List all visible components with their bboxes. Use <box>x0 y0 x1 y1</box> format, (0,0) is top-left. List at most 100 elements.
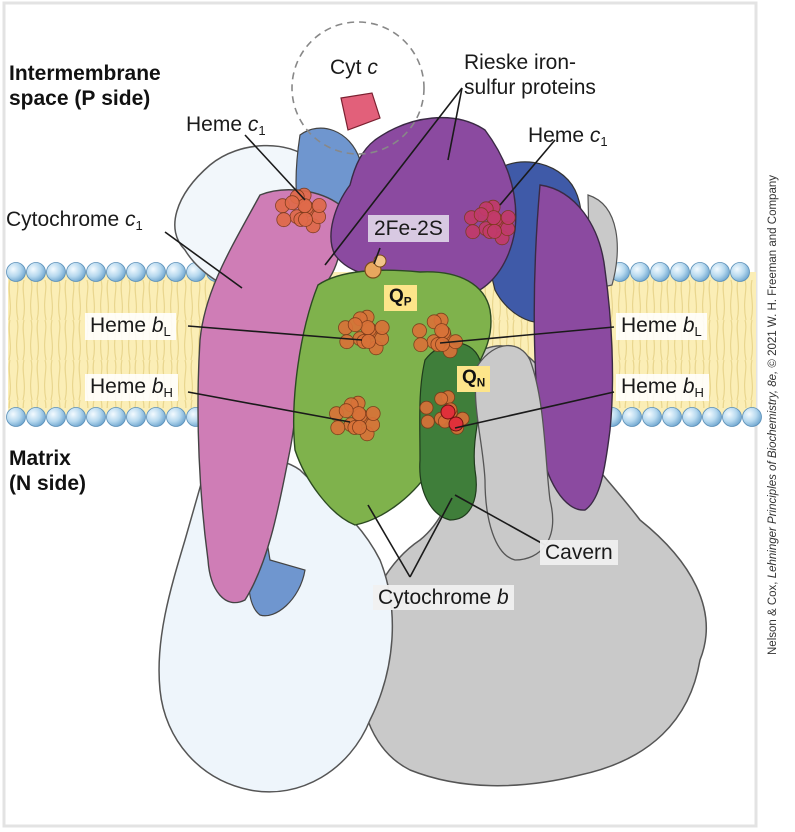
fe2s-label: 2Fe-2S <box>368 215 449 243</box>
intermembrane-line-1: Intermembrane <box>9 62 161 85</box>
heme-prefix: Heme <box>528 124 590 147</box>
heme-bh-right-label: Heme bH <box>616 374 709 402</box>
heme-atom <box>486 210 502 226</box>
lipid-heads-top <box>6 262 750 282</box>
heme-b-italic: b <box>682 375 695 398</box>
cytochrome-c-italic: c <box>125 208 136 231</box>
leader-rieske-2 <box>447 87 463 161</box>
heme-atom <box>338 403 354 419</box>
heme-prefix: Heme <box>90 375 152 398</box>
heme-atom <box>412 323 427 339</box>
cavern-text: Cavern <box>545 541 613 564</box>
heme-c-italic: c <box>247 113 259 136</box>
intermembrane-space-label: Intermembrane space (P side) <box>9 62 161 112</box>
heme-c-italic: c <box>589 124 601 147</box>
heme-atom <box>413 337 429 353</box>
heme-atom <box>473 207 489 223</box>
leader-heme-bl-right <box>439 326 615 344</box>
cyt-c-label: Cyt c <box>330 56 378 79</box>
heme-atom <box>374 320 390 335</box>
lipid-head <box>670 262 690 282</box>
lipid-head <box>730 262 750 282</box>
lipid-head <box>86 262 106 282</box>
qn-sub: N <box>476 376 486 390</box>
lipid-head <box>46 262 66 282</box>
p-side-letter: P <box>81 86 96 110</box>
lipid-head <box>146 262 166 282</box>
heme-atom <box>311 198 327 213</box>
heme-bl-right-cluster <box>412 312 464 359</box>
leader-cytochrome-b-1 <box>367 504 411 578</box>
lipid-head <box>690 262 710 282</box>
cytochrome-c1-label: Cytochrome c1 <box>6 208 143 233</box>
heme-atom <box>434 323 450 339</box>
lipid-head <box>6 262 26 282</box>
lipid-head <box>650 262 670 282</box>
publisher-credit: Nelson & Cox, Lehninger Principles of Bi… <box>767 175 779 655</box>
heme-atom <box>330 420 346 436</box>
lipid-head <box>166 262 186 282</box>
cyt-c-heme-marker <box>340 92 381 131</box>
heme-prefix: Heme <box>186 113 248 136</box>
leader-2fe2s <box>373 247 381 265</box>
qp-site-tag: QP <box>384 285 417 312</box>
heme-c1-right-label: Heme c1 <box>528 124 608 149</box>
n-side-letter: N <box>16 471 32 495</box>
cytochrome-prefix: Cytochrome <box>6 208 126 231</box>
heme-prefix: Heme <box>90 314 152 337</box>
heme-clusters <box>275 187 516 442</box>
heme-b-italic: b <box>151 375 164 398</box>
heme-bl-subscript: L <box>694 324 702 340</box>
p-side-suffix: side) <box>95 86 151 110</box>
leader-heme-bh-right <box>454 391 615 429</box>
lipid-head <box>662 407 682 427</box>
heme-atom <box>351 406 367 422</box>
lipid-head <box>722 407 742 427</box>
cyt-c-outline <box>291 21 425 155</box>
rieske-line-1: Rieske iron- <box>464 51 577 74</box>
heme-bh-left-label: Heme bH <box>85 374 178 402</box>
lipid-head <box>642 407 662 427</box>
lipid-head <box>126 407 146 427</box>
intermembrane-line-2: space ( <box>9 86 82 110</box>
lipid-head <box>166 407 186 427</box>
qn-ligand-2 <box>448 416 464 432</box>
heme-atom <box>297 198 313 214</box>
lipid-head <box>146 407 166 427</box>
lipid-head <box>702 407 722 427</box>
heme-c1-left-label: Heme c1 <box>186 113 266 138</box>
heme-atom <box>298 211 313 227</box>
heme-atom <box>434 391 449 406</box>
qn-ligand-1 <box>440 404 456 420</box>
credit-book: Lehninger Principles of Biochemistry, 8e… <box>767 370 779 579</box>
lipid-head <box>622 407 642 427</box>
leader-lines <box>164 87 615 578</box>
purple-right-subunit <box>533 184 614 511</box>
lipid-head <box>46 407 66 427</box>
n-paren: ( <box>9 471 16 495</box>
cytochrome-b-italic: b <box>497 586 509 609</box>
lipid-head <box>106 407 126 427</box>
lipid-head <box>682 407 702 427</box>
heme-c1-subscript: 1 <box>600 134 608 150</box>
heme-atom <box>347 317 363 333</box>
matrix-line-1: Matrix <box>9 447 71 470</box>
leader-rieske-1 <box>324 87 463 266</box>
heme-c1-right-cluster <box>464 199 516 246</box>
lipid-head <box>630 262 650 282</box>
lipid-head <box>106 262 126 282</box>
heme-c1-subscript: 1 <box>258 123 266 139</box>
heme-prefix: Heme <box>621 375 683 398</box>
heme-bh-subscript: H <box>163 385 173 401</box>
lipid-head <box>66 262 86 282</box>
heme-b-italic: b <box>682 314 695 337</box>
heme-atom <box>435 336 450 352</box>
heme-atom <box>339 334 355 350</box>
leader-cavern <box>454 494 546 546</box>
heme-atom <box>420 414 435 429</box>
heme-atom <box>284 195 300 211</box>
leader-cytochrome-c1 <box>164 231 243 289</box>
cytochrome-b-prefix: Cytochrome <box>378 586 498 609</box>
qp-q: Q <box>389 286 404 307</box>
